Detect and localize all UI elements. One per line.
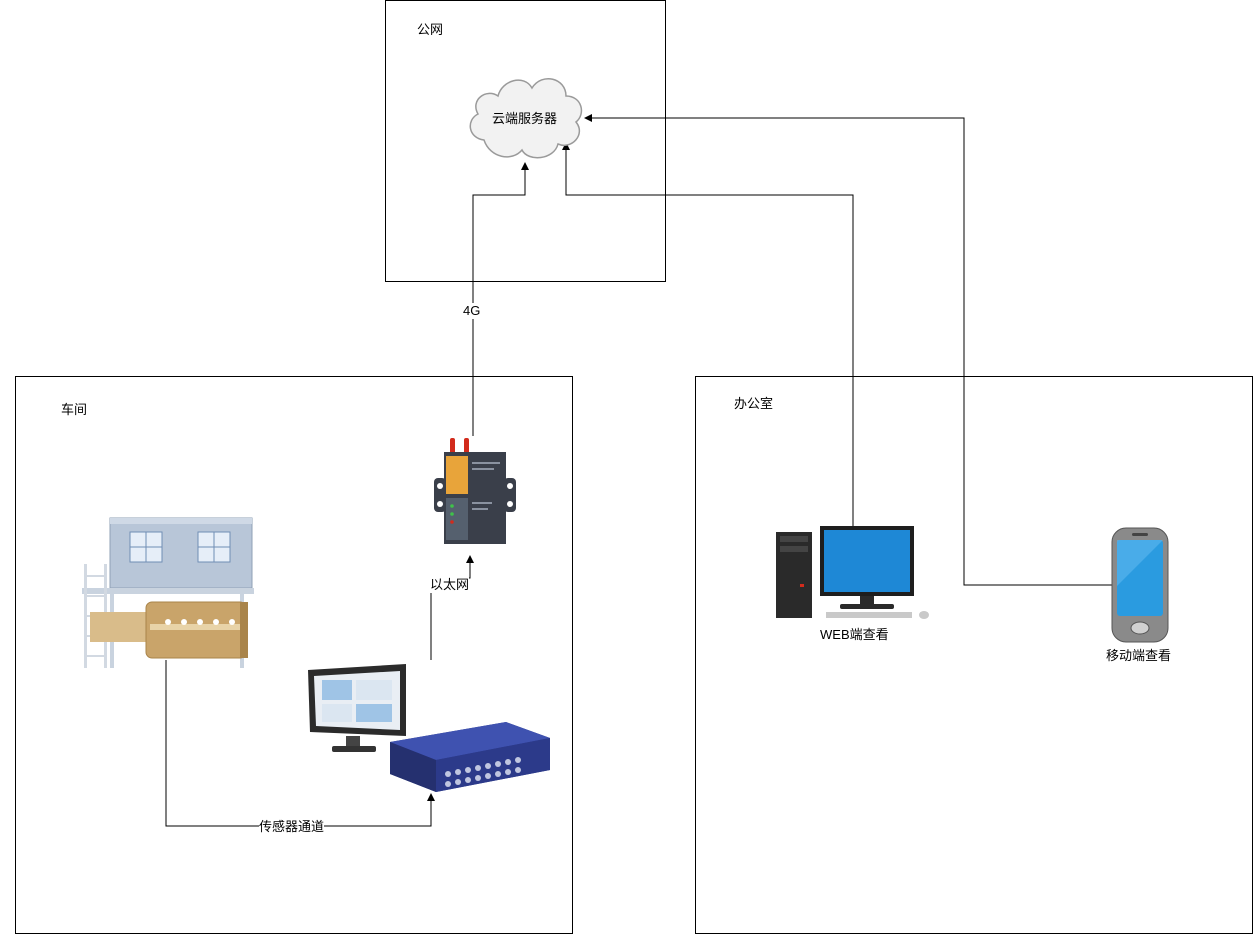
link-web-to-cloud [562, 142, 854, 526]
office-label: 办公室 [734, 396, 774, 411]
desktop-computer-icon [776, 526, 929, 619]
cloud-icon [469, 78, 583, 159]
workshop-label: 车间 [61, 402, 88, 417]
web-view-label: WEB端查看 [820, 627, 889, 643]
mobile-phone [1110, 526, 1170, 644]
mobile-view-label: 移动端查看 [1106, 648, 1172, 664]
link-label-4g: 4G [463, 303, 481, 319]
public-network-zone [385, 0, 666, 282]
data-acquisition-system [306, 662, 554, 794]
daq-and-monitor-icon [308, 664, 550, 792]
link-daq-to-gateway [430, 555, 474, 660]
cloud-server-label: 云端服务器 [492, 111, 558, 126]
machine-icon [82, 517, 254, 668]
public-network-label: 公网 [417, 22, 444, 37]
cloud-server: 云端服务器 [462, 70, 588, 166]
4g-gateway [432, 436, 524, 546]
link-mobile-to-cloud [584, 114, 1112, 586]
link-label-ethernet: 以太网 [430, 577, 470, 593]
link-label-sensor-channel: 传感器通道 [259, 819, 325, 835]
factory-machine [80, 516, 256, 672]
office-pc [774, 526, 934, 622]
gateway-device-icon [434, 438, 516, 544]
link-gateway-to-cloud [472, 162, 529, 436]
smartphone-icon [1111, 527, 1169, 643]
